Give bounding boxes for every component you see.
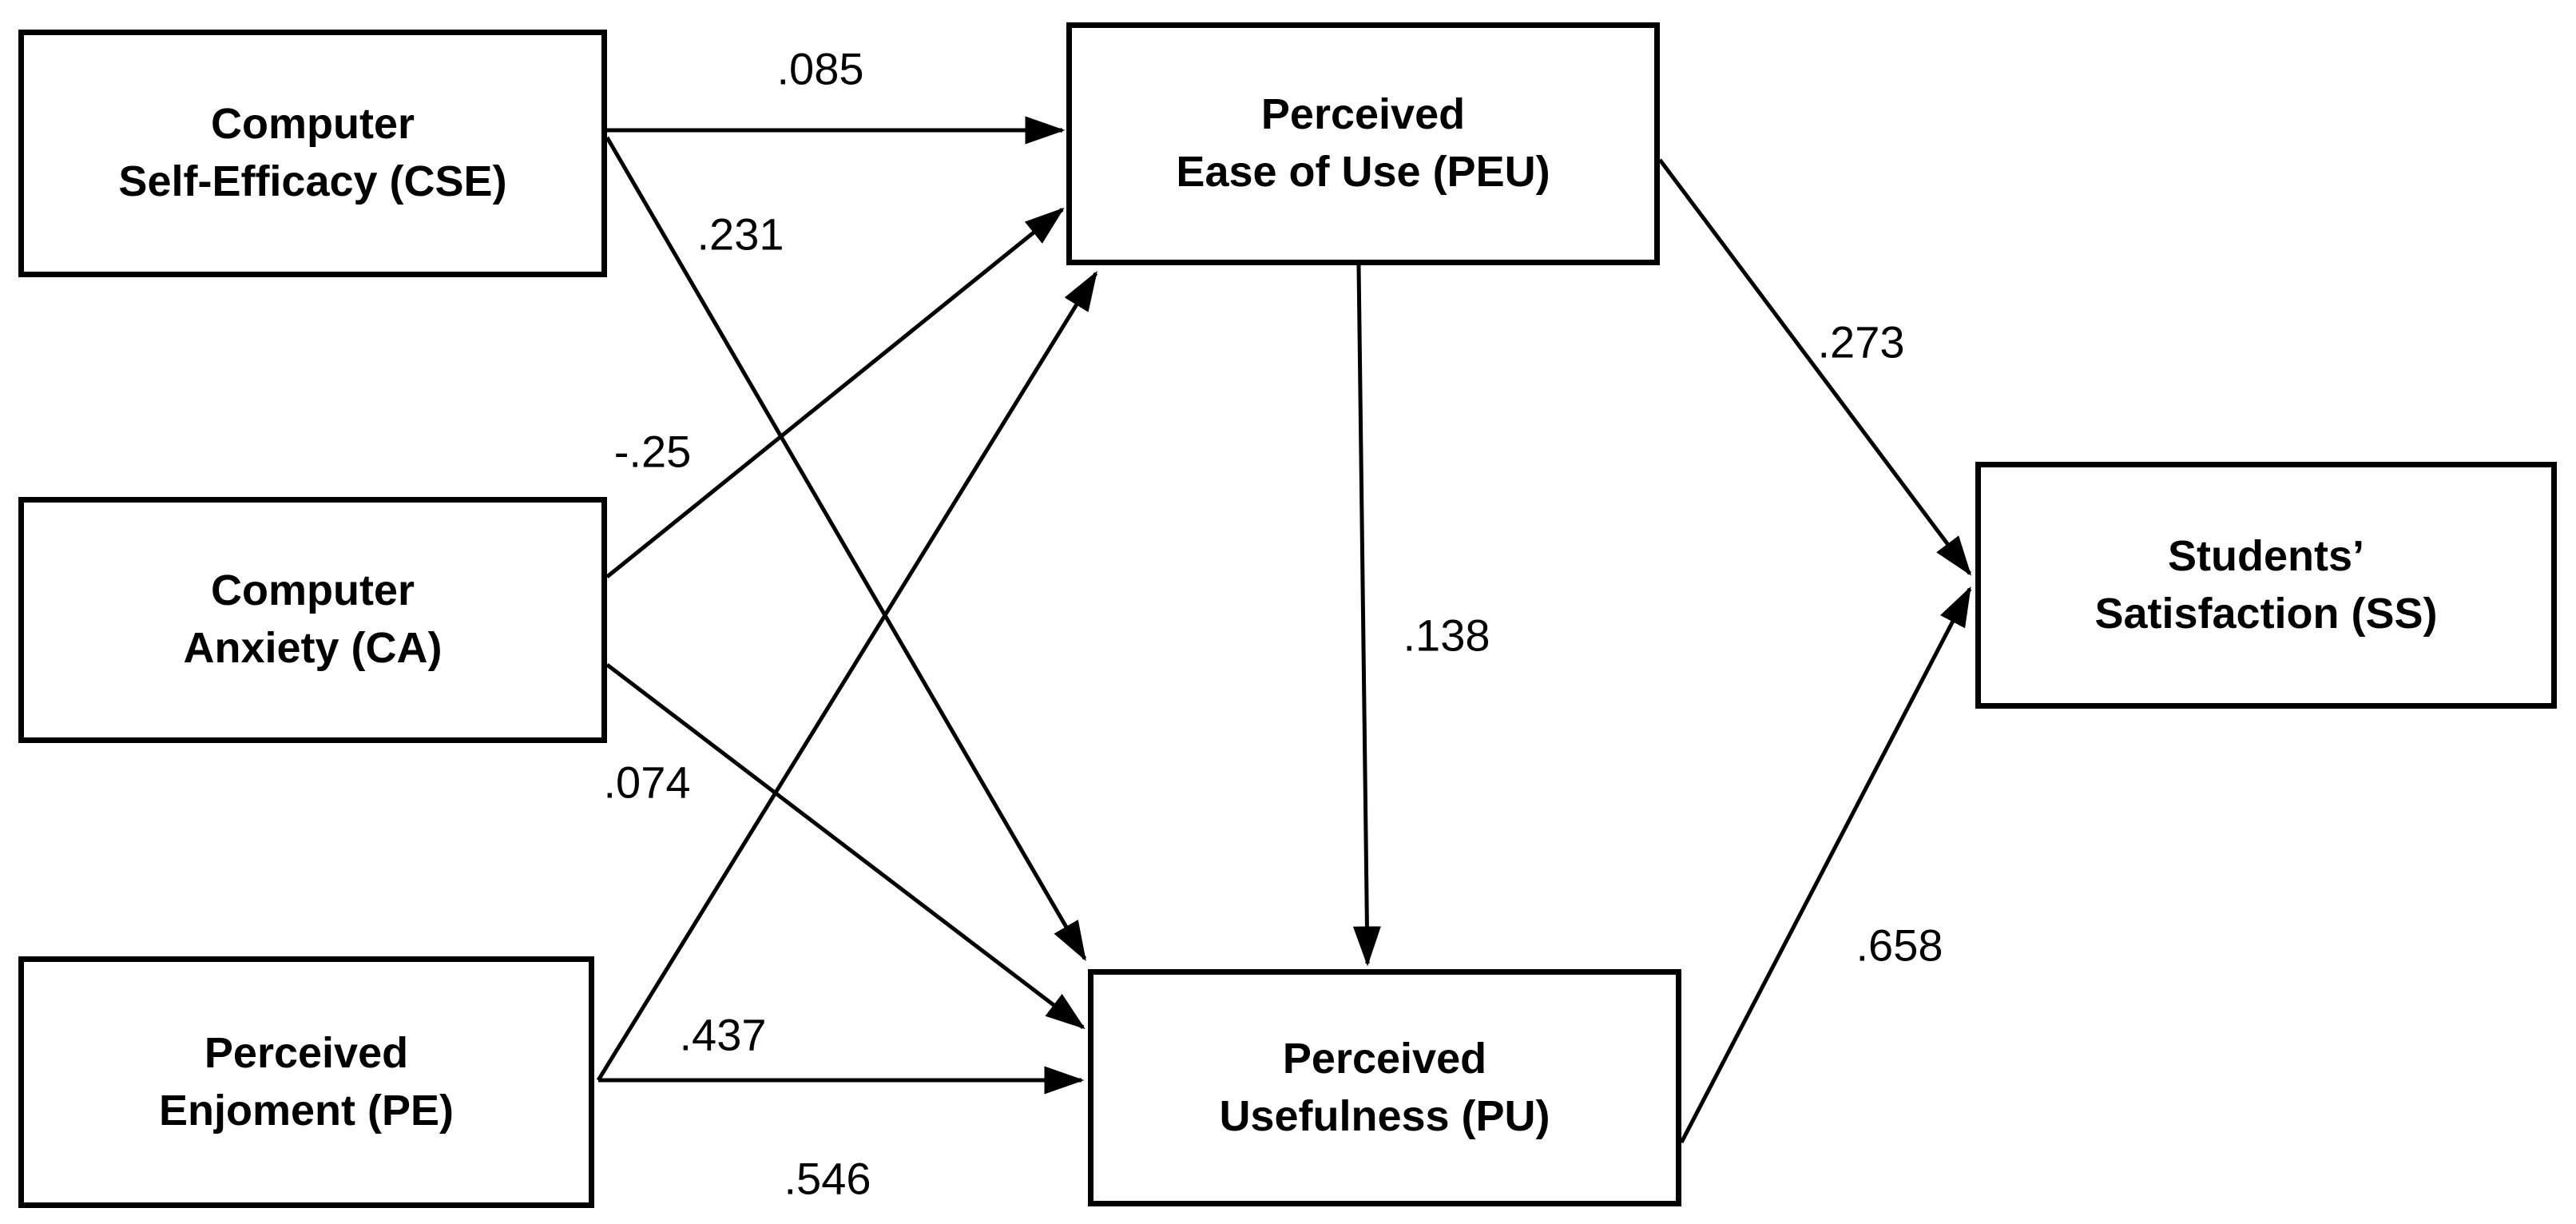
node-perceived-enjoyment: Perceived Enjoment (PE) xyxy=(18,956,594,1208)
node-label-line: Enjoment (PE) xyxy=(158,1086,454,1135)
node-label-line: Anxiety (CA) xyxy=(183,624,443,672)
edge-peu-ss-arrow xyxy=(1657,158,1972,576)
edge-pu-ss-arrow xyxy=(1679,586,1972,1144)
coefficient-ca-pu: .074 xyxy=(603,757,691,808)
coefficient-pu-ss: .658 xyxy=(1856,920,1943,971)
node-students-satisfaction: Students’ Satisfaction (SS) xyxy=(1975,462,2557,709)
node-computer-self-efficacy: Computer Self-Efficacy (CSE) xyxy=(18,30,607,277)
edge-cse-pu-arrow xyxy=(605,136,1087,962)
coefficient-ca-peu: -.25 xyxy=(613,426,692,477)
node-label-line: Perceived xyxy=(1282,1034,1487,1083)
coefficient-peu-ss: .273 xyxy=(1817,316,1905,368)
coefficient-cse-pu: .231 xyxy=(697,209,784,260)
node-label-line: Satisfaction (SS) xyxy=(2094,589,2438,638)
coefficient-cse-peu: .085 xyxy=(776,43,864,94)
coefficient-peu-pu: .138 xyxy=(1403,610,1490,661)
node-label-line: Perceived xyxy=(1260,90,1466,139)
node-computer-anxiety: Computer Anxiety (CA) xyxy=(18,497,607,743)
node-perceived-usefulness: Perceived Usefulness (PU) xyxy=(1088,969,1681,1206)
node-label-line: Usefulness (PU) xyxy=(1219,1091,1550,1140)
node-label-line: Perceived xyxy=(204,1028,409,1077)
node-perceived-ease-of-use: Perceived Ease of Use (PEU) xyxy=(1066,22,1660,265)
node-label-line: Computer xyxy=(211,566,415,615)
node-label-line: Students’ xyxy=(2167,531,2364,580)
coefficient-pe-peu: .437 xyxy=(679,1009,767,1060)
edge-pe-peu-arrow xyxy=(596,271,1098,1082)
edge-ca-pu-arrow xyxy=(605,663,1086,1030)
node-label-line: Ease of Use (PEU) xyxy=(1176,148,1550,196)
node-label-line: Self-Efficacy (CSE) xyxy=(118,157,507,205)
coefficient-pe-pu: .546 xyxy=(784,1153,871,1204)
edge-ca-peu-arrow xyxy=(605,207,1065,578)
node-label-line: Computer xyxy=(211,100,415,149)
edge-peu-pu-arrow xyxy=(1352,264,1381,967)
